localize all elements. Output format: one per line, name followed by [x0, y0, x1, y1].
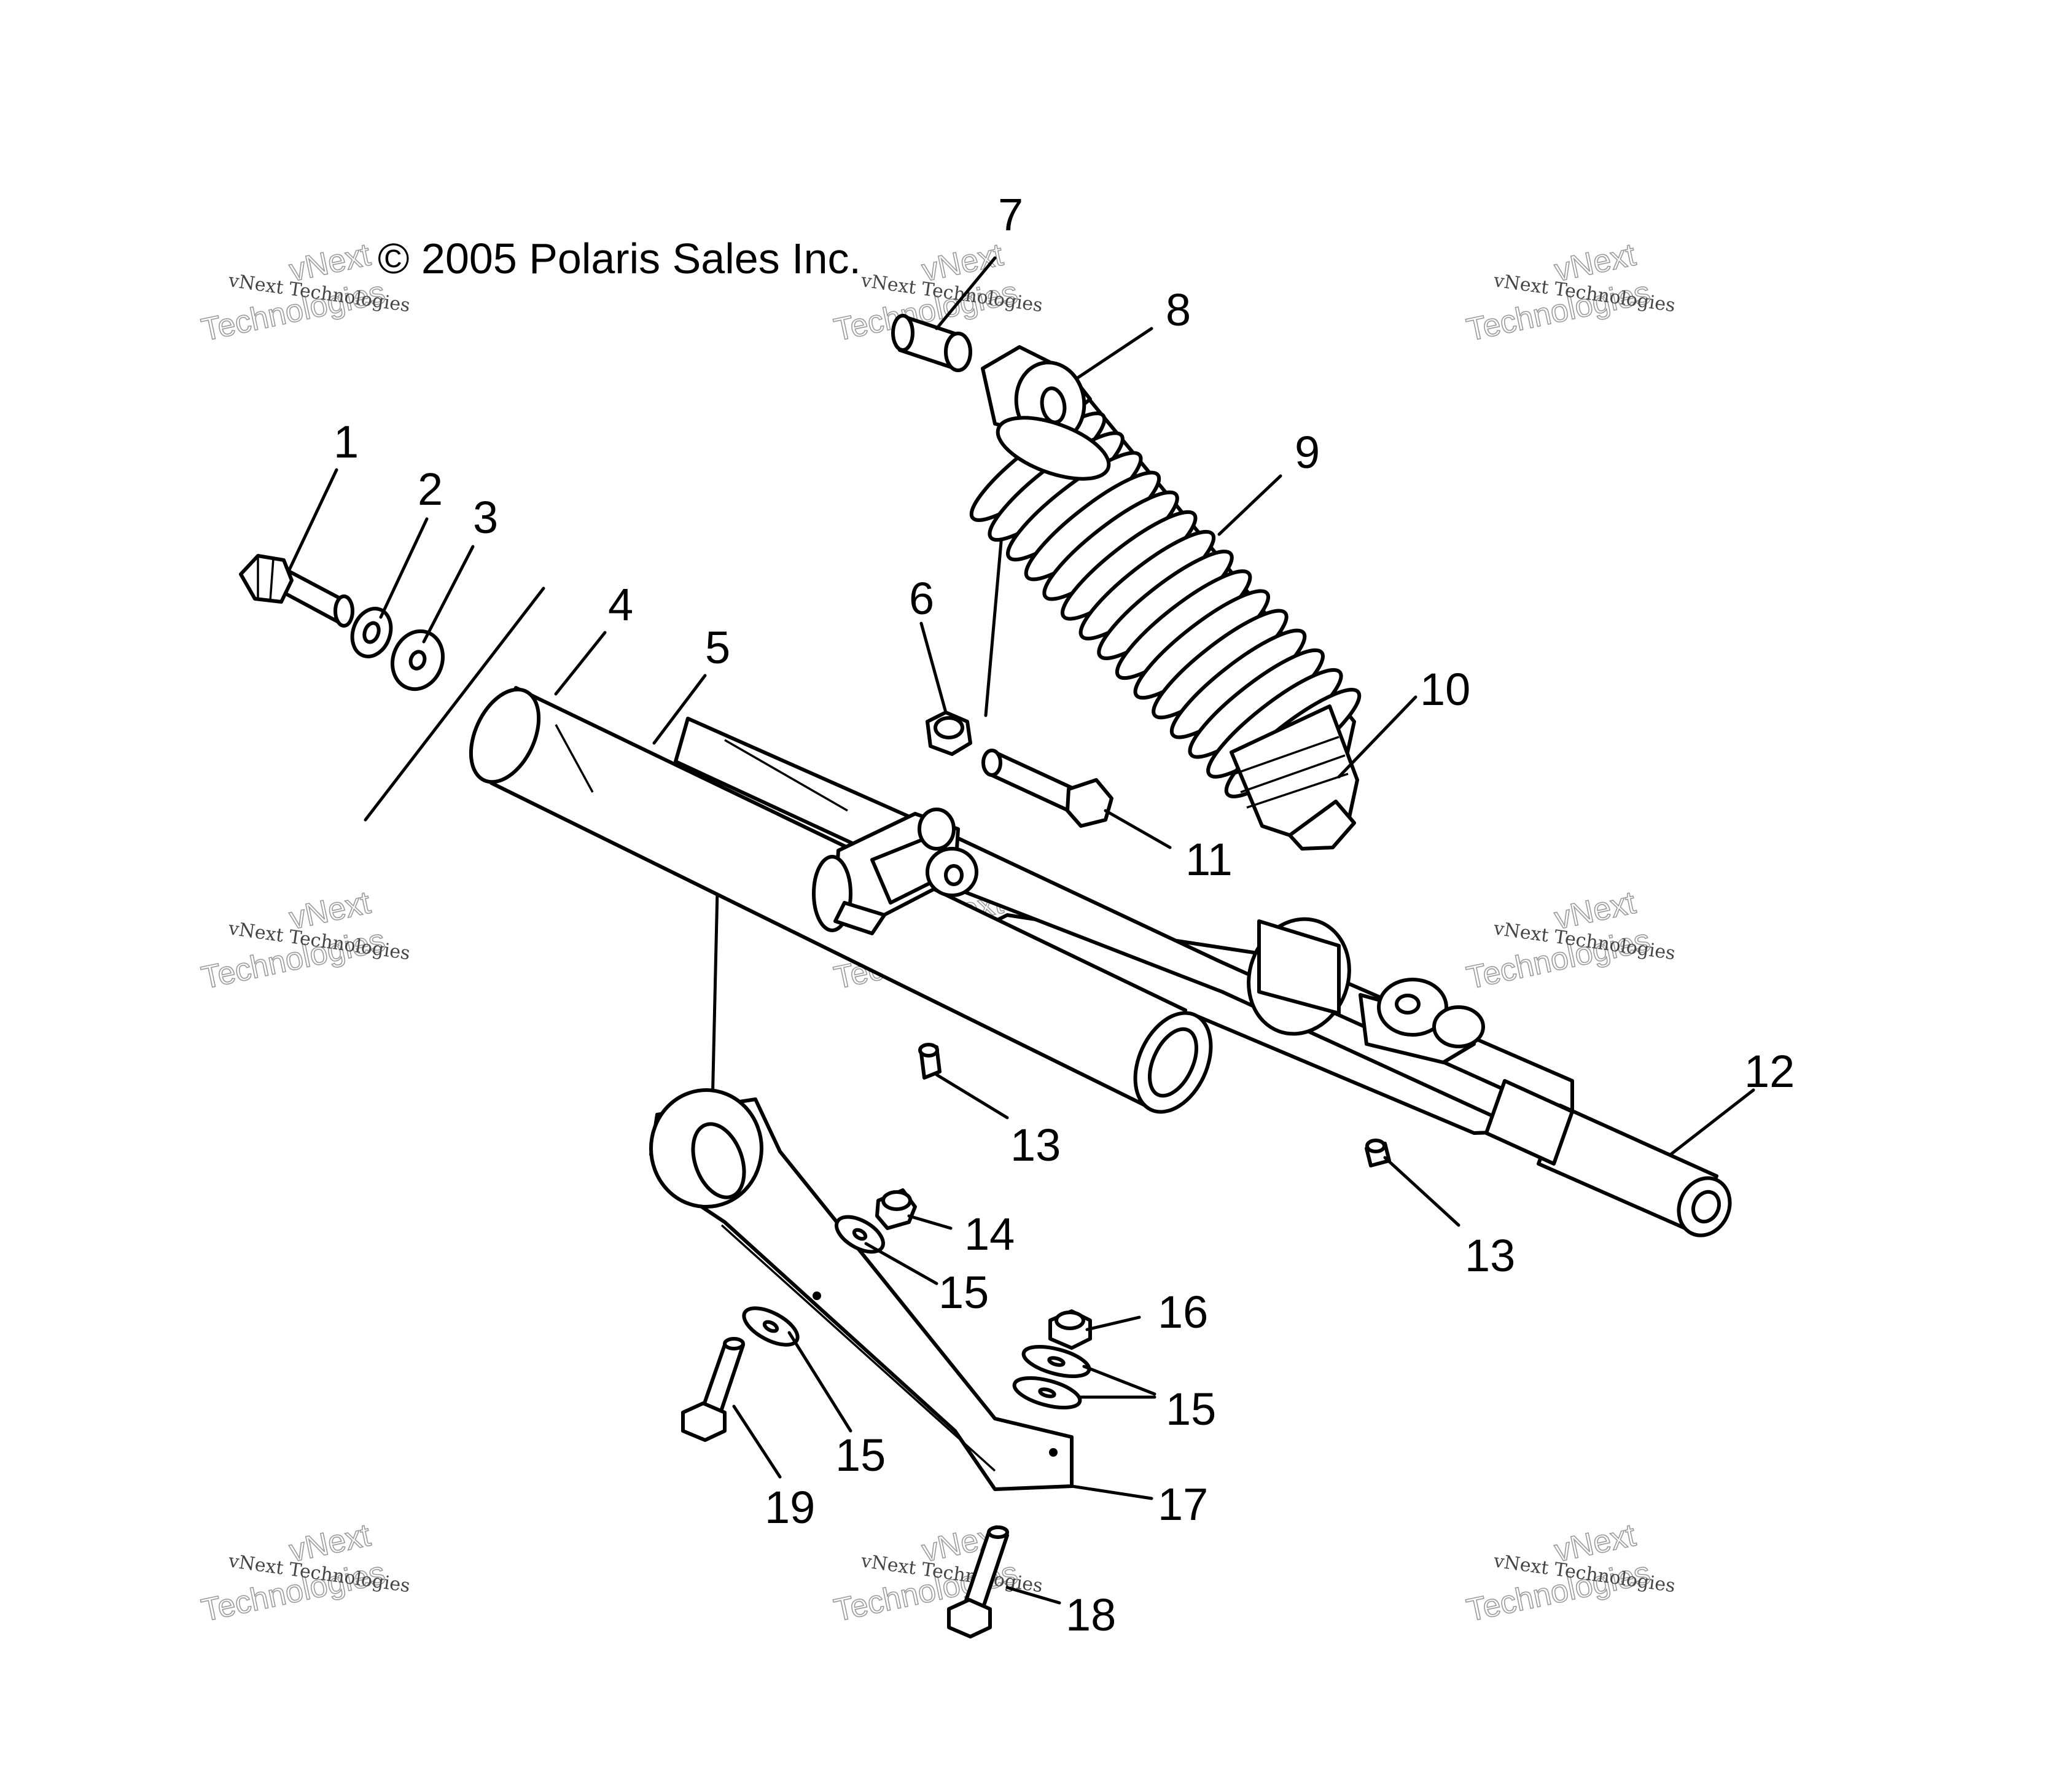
- part-9-shock-absorber: [969, 379, 1362, 851]
- callout-2: 2: [418, 464, 443, 515]
- part-13-grease-fitting-left: [918, 1043, 942, 1080]
- part-3-flat-washer: [390, 629, 445, 691]
- callout-6: 6: [909, 573, 934, 624]
- part-14-nut: [875, 1188, 917, 1230]
- callout-16: 16: [1158, 1287, 1208, 1338]
- reference-line-17: [711, 889, 719, 1107]
- callout-4: 4: [608, 579, 633, 630]
- callout-13-left: 13: [1010, 1120, 1061, 1171]
- part-15-washer-a: [835, 1215, 885, 1254]
- callout-15-lower: 15: [835, 1430, 886, 1481]
- callout-8: 8: [1166, 284, 1191, 335]
- part-17-bracket-arm: [649, 1088, 1074, 1491]
- part-11-bolt: [981, 749, 1113, 828]
- callout-5: 5: [705, 622, 730, 673]
- callout-17: 17: [1158, 1479, 1208, 1530]
- part-15-washer-d: [1012, 1376, 1082, 1409]
- shock-mount-bracket: [812, 808, 978, 935]
- callout-12: 12: [1744, 1046, 1795, 1097]
- part-8-shock-mount-eye: [981, 345, 1111, 481]
- part-18-bolt: [947, 1525, 1009, 1638]
- callout-19: 19: [765, 1482, 815, 1533]
- callout-15-right: 15: [1166, 1384, 1216, 1435]
- callout-11: 11: [1185, 834, 1233, 885]
- part-15-washer-b: [742, 1306, 800, 1347]
- callout-10: 10: [1420, 664, 1470, 715]
- callout-13-right: 13: [1465, 1230, 1515, 1281]
- part-2-lock-washer: [350, 607, 393, 658]
- callout-7: 7: [998, 189, 1023, 240]
- callout-18: 18: [1066, 1589, 1116, 1640]
- copyright-notice: © 2005 Polaris Sales Inc.: [378, 235, 861, 282]
- part-16-nut: [1048, 1309, 1092, 1350]
- leader-lines: [287, 256, 1755, 1605]
- callout-15-upper: 15: [938, 1267, 989, 1318]
- part-19-bolt: [681, 1337, 745, 1442]
- part-15-washer-c: [1021, 1345, 1091, 1378]
- callout-1: 1: [333, 416, 359, 467]
- callout-3: 3: [473, 492, 498, 543]
- callout-9: 9: [1295, 427, 1320, 478]
- section-divider-line: [364, 586, 545, 822]
- part-1-bolt: [239, 554, 354, 628]
- part-13-grease-fitting-right: [1365, 1139, 1391, 1167]
- part-6-nut: [926, 711, 972, 756]
- part-12-axle-shaft: [1484, 1079, 1732, 1237]
- part-7-sleeve: [891, 314, 972, 372]
- callout-labels: 1 2 3 4 5 6 7 8 9 10 11 12 13 13 14 15 1…: [333, 189, 1795, 1640]
- callout-14: 14: [964, 1209, 1015, 1260]
